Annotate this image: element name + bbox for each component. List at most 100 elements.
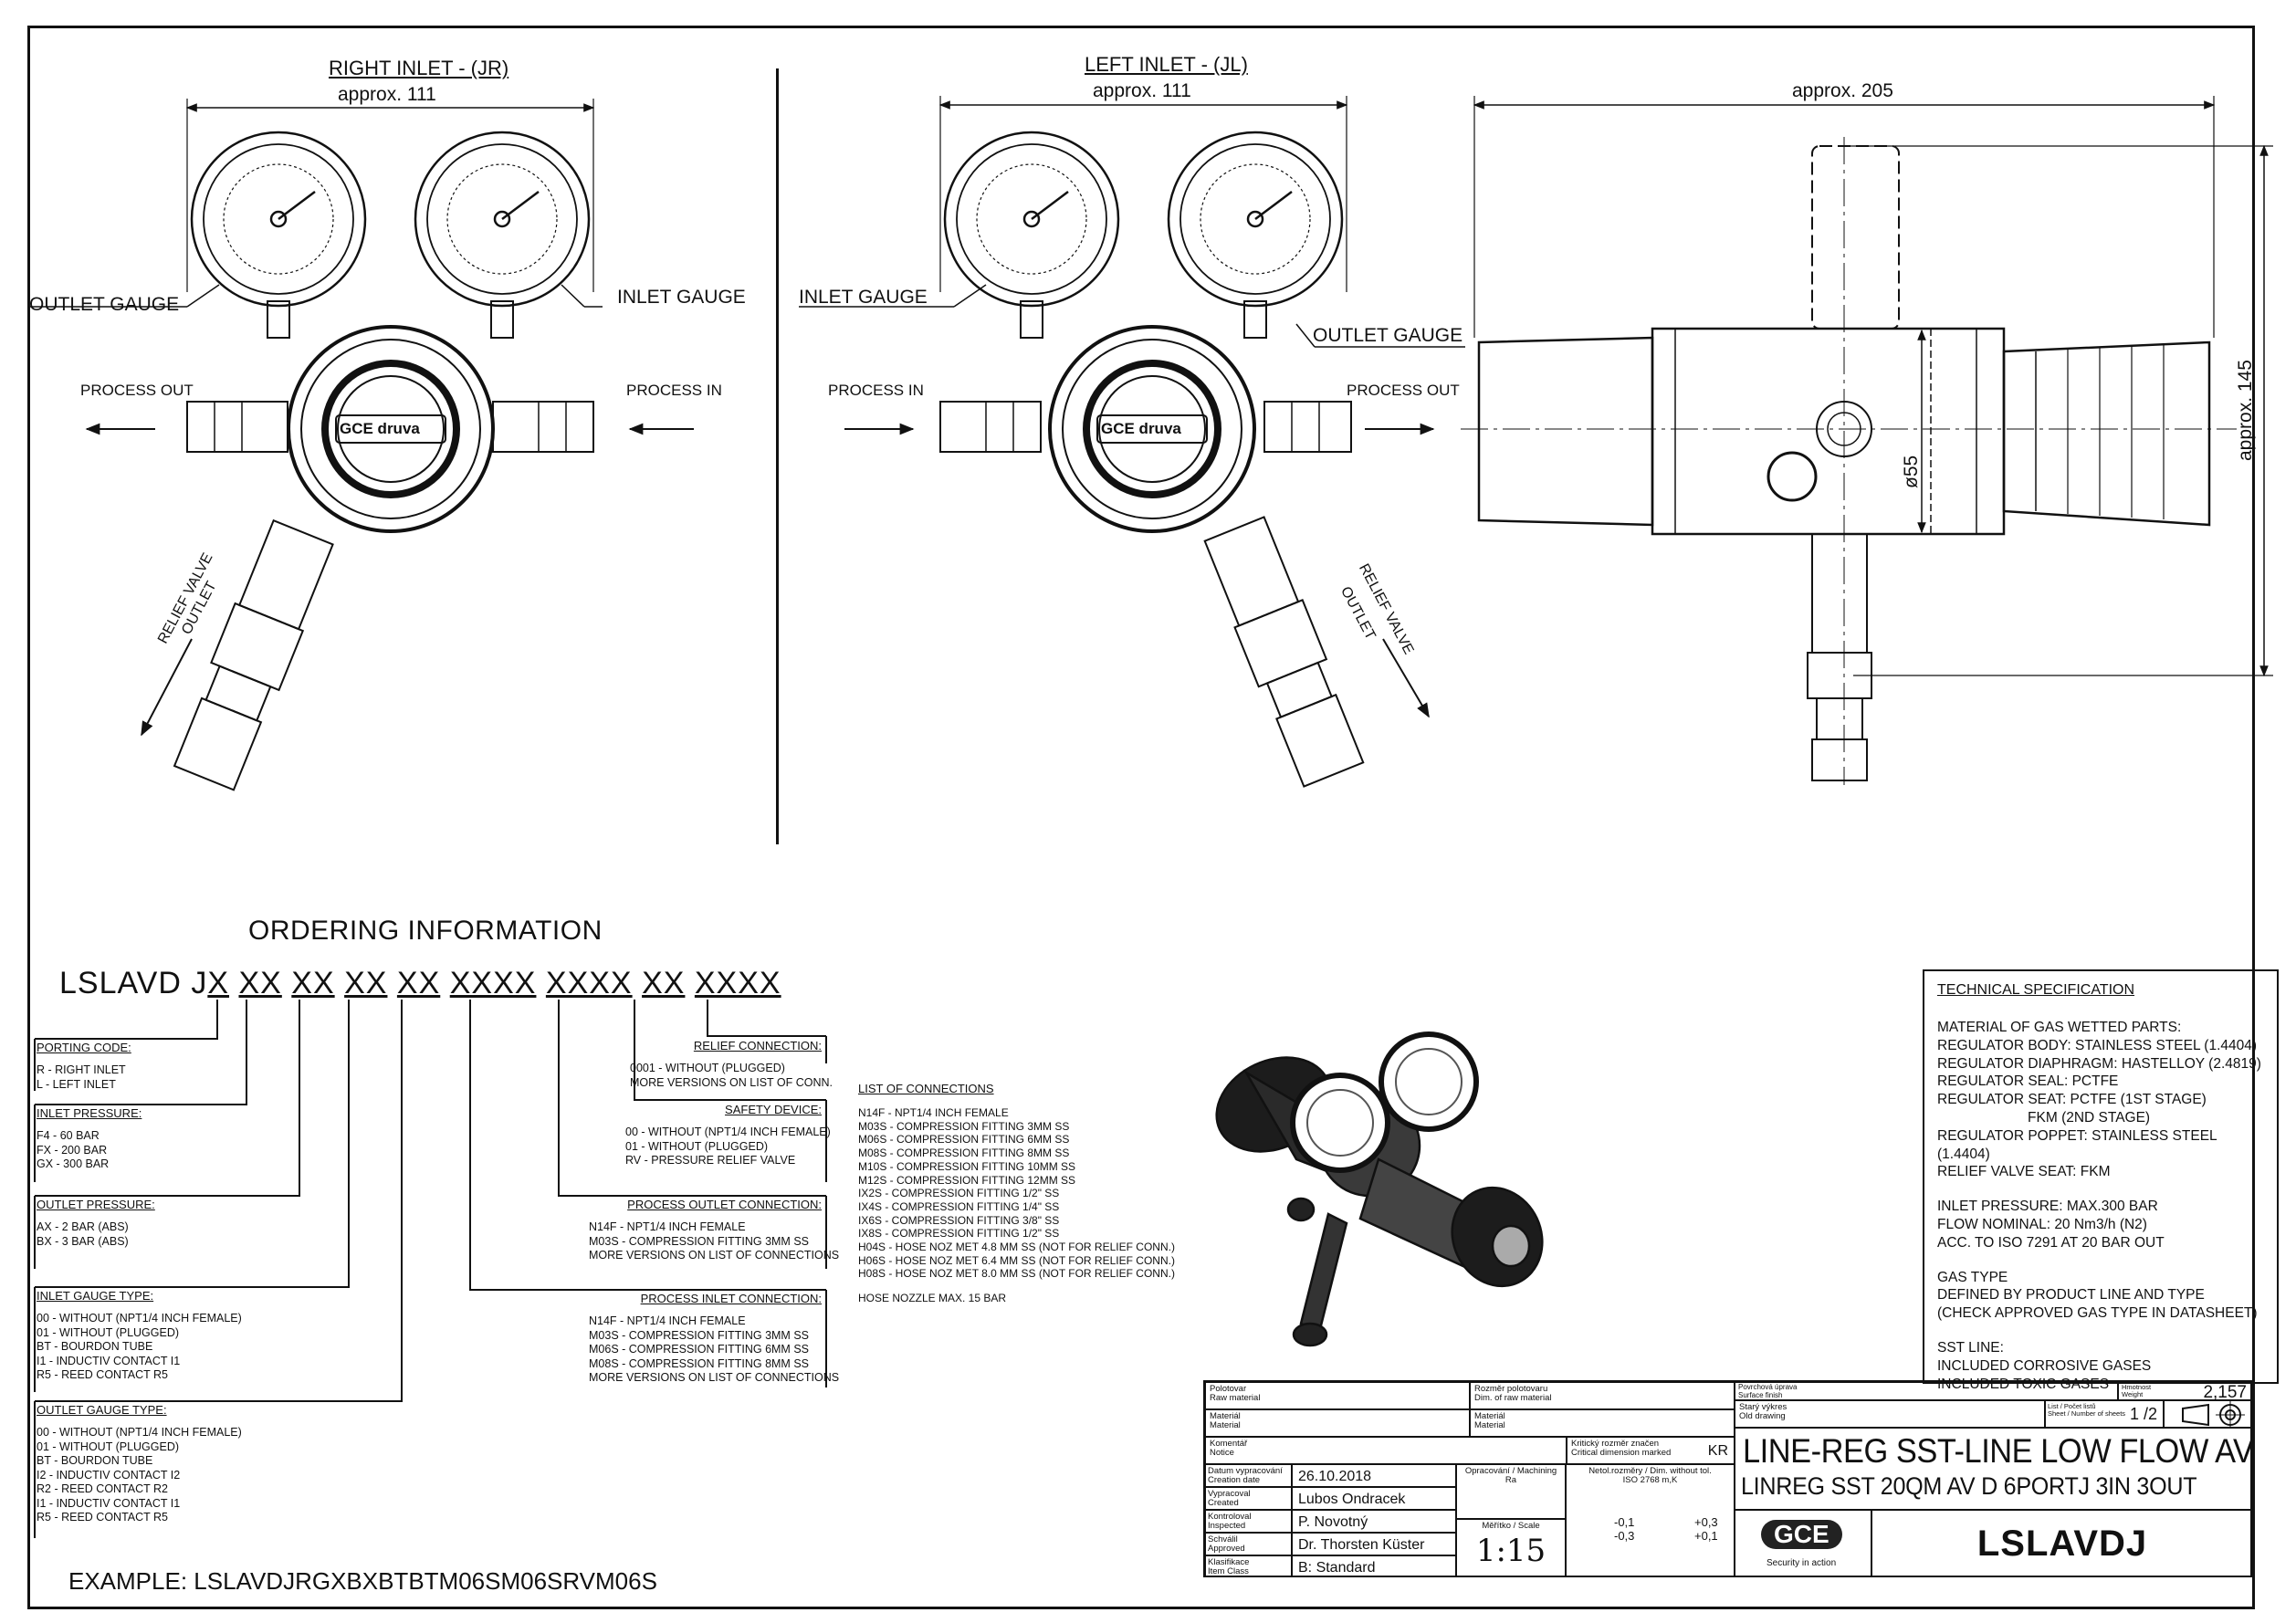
side-length-dim: approx. 205 <box>1792 80 1893 101</box>
tb-inspected-label: Kontroloval Inspected <box>1208 1512 1252 1531</box>
tb-scale: 1:15 <box>1475 1533 1546 1569</box>
group-line: RV - PRESSURE RELIEF VALVE <box>625 1154 796 1167</box>
group-title: SAFETY DEVICE: <box>725 1103 822 1116</box>
group-line: AX - 2 BAR (ABS) <box>37 1220 129 1233</box>
group-line: 00 - WITHOUT (NPT1/4 INCH FEMALE) <box>625 1126 831 1138</box>
group-line: MORE VERSIONS ON LIST OF CONNECTIONS <box>589 1371 840 1384</box>
isometric-view <box>1215 1031 1544 1347</box>
tb-tol1a: -0,1 <box>1614 1515 1635 1529</box>
connection-item: IX4S - COMPRESSION FITTING 1/4" SS <box>858 1199 1060 1213</box>
projection-symbol-icon <box>2164 1400 2251 1429</box>
group-line: 0001 - WITHOUT (PLUGGED) <box>630 1062 785 1074</box>
connection-item: H08S - HOSE NOZ MET 8.0 MM SS (NOT FOR R… <box>858 1267 1175 1281</box>
tb-tol2b: +0,1 <box>1694 1529 1718 1543</box>
tech-line: INCLUDED CORROSIVE GASES <box>1937 1357 2152 1374</box>
group-line: N14F - NPT1/4 INCH FEMALE <box>589 1314 746 1327</box>
tech-line: INCLUDED TOXIC GASES <box>1937 1376 2110 1392</box>
group-line: F4 - 60 BAR <box>37 1129 100 1142</box>
order-seg-process-outlet: XXXX <box>545 966 633 1000</box>
tb-weight: 2,157 <box>2203 1383 2247 1402</box>
tb-scale-label: Měřítko / Scale <box>1482 1521 1540 1531</box>
tb-author: Lubos Ondracek <box>1298 1492 1406 1507</box>
side-view <box>1461 96 2273 785</box>
right-process-in: PROCESS IN <box>626 382 722 399</box>
order-seg-process-inlet: XXXX <box>449 966 537 1000</box>
tech-line: REGULATOR BODY: STAINLESS STEEL (1.4404) <box>1937 1037 2258 1053</box>
group-line: 01 - WITHOUT (PLUGGED) <box>625 1139 769 1153</box>
tech-line: REGULATOR SEAT: PCTFE (1ST STAGE) <box>1937 1092 2207 1108</box>
tb-material: Materiál Material <box>1205 1409 1470 1437</box>
group-inlet-pressure: INLET PRESSURE: F4 - 60 BAR FX - 200 BAR… <box>37 1106 142 1172</box>
group-line: 01 - WITHOUT (PLUGGED) <box>37 1440 180 1453</box>
left-inlet-title: LEFT INLET - (JL) <box>1085 53 1248 76</box>
group-line: 00 - WITHOUT (NPT1/4 INCH FEMALE) <box>37 1312 242 1325</box>
tech-line: FLOW NOMINAL: 20 Nm3/h (N2) <box>1937 1216 2147 1232</box>
tb-sheet-label: List / Počet listů Sheet / Number of she… <box>2048 1402 2126 1418</box>
right-width-dim: approx. 111 <box>338 84 436 105</box>
left-relief-valve-shape <box>1203 516 1365 788</box>
tb-machining: Opracování / Machining Ra <box>1464 1466 1557 1485</box>
tech-line: SST LINE: <box>1937 1339 2004 1356</box>
group-relief-connection: RELIEF CONNECTION: 0001 - WITHOUT (PLUGG… <box>630 1039 833 1090</box>
group-title: RELIEF CONNECTION: <box>693 1039 822 1052</box>
tb-title-1: LINE-REG SST-LINE LOW FLOW AV <box>1743 1432 2254 1470</box>
group-line: BT - BOURDON TUBE <box>37 1340 153 1353</box>
left-outlet-gauge-label: OUTLET GAUGE <box>1313 325 1463 346</box>
tb-surface-label: Povrchová úprava Surface finish <box>1738 1383 1798 1399</box>
gce-logo-mark: GCE <box>1761 1520 1842 1549</box>
tech-line: REGULATOR POPPET: STAINLESS STEEL (1.440… <box>1937 1127 2217 1162</box>
technical-specification: TECHNICAL SPECIFICATION MATERIAL OF GAS … <box>1923 969 2279 1392</box>
connection-item: M03S - COMPRESSION FITTING 3MM SS <box>858 1119 1070 1133</box>
tb-class-label: Klasifikace Item Class <box>1208 1557 1250 1576</box>
tech-line: REGULATOR SEAL: PCTFE <box>1937 1073 2119 1090</box>
tb-weight-label: Hmotnost Weight <box>2122 1383 2152 1398</box>
left-inlet-gauge-label: INLET GAUGE <box>799 287 928 308</box>
left-process-out: PROCESS OUT <box>1347 382 1460 399</box>
tb-old-label: Starý výkres Old drawing <box>1739 1402 1788 1421</box>
right-inlet-view <box>27 99 694 791</box>
ordering-leaders <box>34 1000 827 1538</box>
outlet-gauge-shape <box>190 131 367 339</box>
tb-comment: Komentář Notice <box>1205 1437 1567 1464</box>
left-inlet-gauge-shape <box>943 131 1120 339</box>
left-brand-logo: GCE druva <box>1101 420 1181 437</box>
group-line: GX - 300 BAR <box>37 1157 110 1170</box>
tb-author-label: Vypracoval Created <box>1208 1489 1251 1508</box>
group-title: PROCESS OUTLET CONNECTION: <box>627 1198 822 1211</box>
tb-sheet: 1 /2 <box>2129 1405 2157 1423</box>
relief-valve-shape <box>173 518 334 791</box>
group-process-outlet: PROCESS OUTLET CONNECTION: N14F - NPT1/4… <box>589 1198 839 1263</box>
tb-critical: Kritický rozměr značen Critical dimensio… <box>1567 1437 1735 1464</box>
group-safety-device: SAFETY DEVICE: 00 - WITHOUT (NPT1/4 INCH… <box>625 1103 831 1168</box>
view-separator <box>776 68 779 844</box>
inlet-gauge-shape <box>414 131 591 339</box>
ordering-example: EXAMPLE: LSLAVDJRGXBXBTBTM06SM06SRVM06S <box>68 1567 657 1595</box>
order-seg-porting: X <box>207 966 230 1000</box>
gce-logo: GCE Security in action <box>1735 1510 1871 1577</box>
group-line: BX - 3 BAR (ABS) <box>37 1234 129 1248</box>
connection-item: IX2S - COMPRESSION FITTING 1/2" SS <box>858 1187 1060 1200</box>
order-prefix: LSLAVD J <box>59 966 208 1000</box>
group-line: I2 - INDUCTIV CONTACT I2 <box>37 1468 181 1482</box>
tb-raw-dim: Rozměr polotovaru Dim. of raw material <box>1470 1382 1735 1409</box>
connection-item: M08S - COMPRESSION FITTING 8MM SS <box>858 1147 1070 1160</box>
tb-raw-material: Polotovar Raw material <box>1205 1382 1470 1409</box>
group-process-inlet: PROCESS INLET CONNECTION: N14F - NPT1/4 … <box>589 1292 840 1386</box>
group-line: FX - 200 BAR <box>37 1143 108 1157</box>
group-title: OUTLET PRESSURE: <box>37 1198 155 1211</box>
tech-line: RELIEF VALVE SEAT: FKM <box>1937 1164 2111 1180</box>
group-line: R2 - REED CONTACT R2 <box>37 1482 169 1495</box>
gce-tagline: Security in action <box>1767 1558 1837 1568</box>
connection-item: H06S - HOSE NOZ MET 6.4 MM SS (NOT FOR R… <box>858 1253 1175 1267</box>
tech-line: FKM (2ND STAGE) <box>1937 1109 2151 1126</box>
right-brand-logo: GCE druva <box>340 420 420 437</box>
connection-item: N14F - NPT1/4 INCH FEMALE <box>858 1106 1009 1119</box>
group-line: R - RIGHT INLET <box>37 1063 126 1076</box>
tb-class: B: Standard <box>1298 1560 1376 1576</box>
group-line: M03S - COMPRESSION FITTING 3MM SS <box>589 1328 809 1342</box>
tech-line: MATERIAL OF GAS WETTED PARTS: <box>1937 1020 2182 1035</box>
group-title: PORTING CODE: <box>37 1041 131 1054</box>
connection-item: H04S - HOSE NOZ MET 4.8 MM SS (NOT FOR R… <box>858 1241 1175 1254</box>
group-line: N14F - NPT1/4 INCH FEMALE <box>589 1220 746 1233</box>
